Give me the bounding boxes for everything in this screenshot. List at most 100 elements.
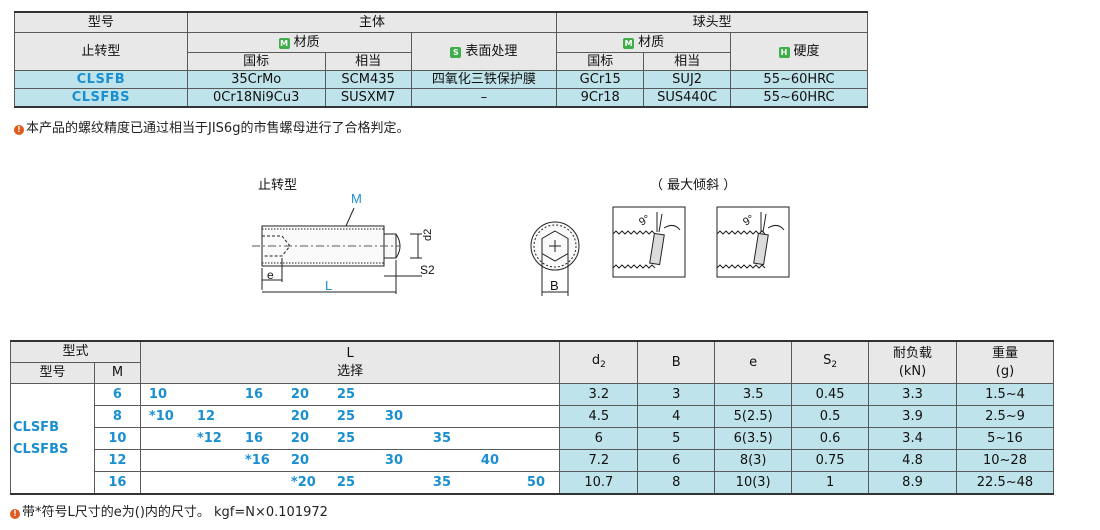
length-option[interactable]: 25 xyxy=(336,475,355,490)
load-cell: 3.4 xyxy=(868,427,957,450)
weight-cell: 1.5~4 xyxy=(955,383,1055,406)
hardness-cell: 55~60HRC xyxy=(730,70,868,89)
length-option[interactable]: 20 xyxy=(290,387,309,402)
header-body-gb: 国标 xyxy=(186,52,326,71)
length-option[interactable]: 12 xyxy=(196,409,215,424)
d2-cell: 3.2 xyxy=(559,383,639,406)
B-cell: 8 xyxy=(637,471,716,495)
e-cell: 5(2.5) xyxy=(714,405,793,428)
header-type: 型式 xyxy=(10,340,141,363)
length-option[interactable]: 16 xyxy=(244,431,263,446)
ball-equiv-cell: SUJ2 xyxy=(643,70,732,89)
header-ball: 球头型 xyxy=(556,11,868,33)
angle-label: 9° xyxy=(741,213,756,229)
B-cell: 3 xyxy=(637,383,716,406)
length-option[interactable]: 16 xyxy=(244,387,263,402)
load-cell: 8.9 xyxy=(868,471,957,495)
model-code: CLSFBS xyxy=(13,441,69,457)
header-type: 止转型 xyxy=(14,32,188,71)
header-weight: 重量(g) xyxy=(955,340,1055,384)
length-option[interactable]: *16 xyxy=(244,453,270,468)
header-ball-gb: 国标 xyxy=(556,52,645,71)
S2-cell: 1 xyxy=(791,471,870,495)
header-d2: d2 xyxy=(559,340,639,384)
ball-gb-cell: 9Cr18 xyxy=(556,88,645,108)
length-option[interactable]: 20 xyxy=(290,409,309,424)
model-code: CLSFB xyxy=(13,419,59,435)
weight-cell: 22.5~48 xyxy=(955,471,1055,495)
length-option[interactable]: 30 xyxy=(384,409,403,424)
length-option[interactable]: 20 xyxy=(290,431,309,446)
load-cell: 3.3 xyxy=(868,383,957,406)
header-body: 主体 xyxy=(186,11,558,33)
length-option[interactable]: *12 xyxy=(196,431,222,446)
note-icon: ! xyxy=(14,125,24,135)
side-view-drawing: M d2 S2 e L xyxy=(252,191,435,294)
length-selection-cell: *10 12 20 25 30 xyxy=(139,405,561,428)
model-code: CLSFB xyxy=(14,70,188,89)
d2-cell: 10.7 xyxy=(559,471,639,495)
load-cell: 4.8 xyxy=(868,449,957,472)
B-cell: 4 xyxy=(637,405,716,428)
length-option[interactable]: 35 xyxy=(432,475,451,490)
body-gb-cell: 35CrMo xyxy=(186,70,326,89)
tilt-label: （ 最大倾斜 ） xyxy=(650,178,737,193)
thread-size-cell: 6 xyxy=(93,383,141,406)
thread-size-cell: 10 xyxy=(93,427,141,450)
header-load: 耐负载(kN) xyxy=(868,340,957,384)
length-option[interactable]: 20 xyxy=(290,453,309,468)
length-option[interactable]: 25 xyxy=(336,387,355,402)
thread-size-cell: 12 xyxy=(93,449,141,472)
d2-cell: 7.2 xyxy=(559,449,639,472)
header-model: 型号 xyxy=(14,11,188,33)
label-d2: d2 xyxy=(422,229,434,241)
table-row: CLSFB 35CrMo SCM435 四氧化三铁保护膜 GCr15 SUJ2 … xyxy=(14,70,868,89)
B-cell: 6 xyxy=(637,449,716,472)
e-dimension-note: !带*符号L尺寸的e为()内的尺寸。 kgf=N×0.101972 xyxy=(10,501,328,520)
d2-cell: 6 xyxy=(559,427,639,450)
label-S2: S2 xyxy=(420,263,435,277)
header-body-equiv: 相当 xyxy=(324,52,412,71)
body-equiv-cell: SCM435 xyxy=(324,70,412,89)
tilt-view-left: 9° xyxy=(612,206,686,278)
surface-badge-icon: S xyxy=(450,47,462,58)
e-cell: 8(3) xyxy=(714,449,793,472)
label-e: e xyxy=(267,268,274,282)
weight-cell: 10~28 xyxy=(955,449,1055,472)
body-equiv-cell: SUSXM7 xyxy=(324,88,412,108)
note-icon: ! xyxy=(10,509,20,519)
length-option[interactable]: 30 xyxy=(384,453,403,468)
e-cell: 6(3.5) xyxy=(714,427,793,450)
header-model: 型号 xyxy=(10,362,95,384)
length-option[interactable]: 35 xyxy=(432,431,451,446)
length-option[interactable]: *10 xyxy=(148,409,174,424)
S2-cell: 0.75 xyxy=(791,449,870,472)
length-option[interactable]: 25 xyxy=(336,431,355,446)
S2-cell: 0.6 xyxy=(791,427,870,450)
length-option[interactable]: 10 xyxy=(148,387,167,402)
hardness-badge-icon: H xyxy=(778,47,790,58)
label-M: M xyxy=(351,191,362,206)
end-view-drawing: B xyxy=(530,221,580,296)
ball-gb-cell: GCr15 xyxy=(556,70,645,89)
thread-accuracy-note: !本产品的螺纹精度已通过相当于JIS6g的市售螺母进行了合格判定。 xyxy=(14,117,409,136)
length-option[interactable]: 50 xyxy=(526,475,545,490)
model-code: CLSFBS xyxy=(14,88,188,108)
length-option[interactable]: 40 xyxy=(480,453,499,468)
header-S2: S2 xyxy=(791,340,870,384)
hardness-cell: 55~60HRC xyxy=(730,88,868,108)
header-ball-equiv: 相当 xyxy=(643,52,732,71)
body-gb-cell: 0Cr18Ni9Cu3 xyxy=(186,88,326,108)
ball-equiv-cell: SUS440C xyxy=(643,88,732,108)
B-cell: 5 xyxy=(637,427,716,450)
length-option[interactable]: 25 xyxy=(336,409,355,424)
S2-cell: 0.5 xyxy=(791,405,870,428)
length-option[interactable]: *20 xyxy=(290,475,316,490)
